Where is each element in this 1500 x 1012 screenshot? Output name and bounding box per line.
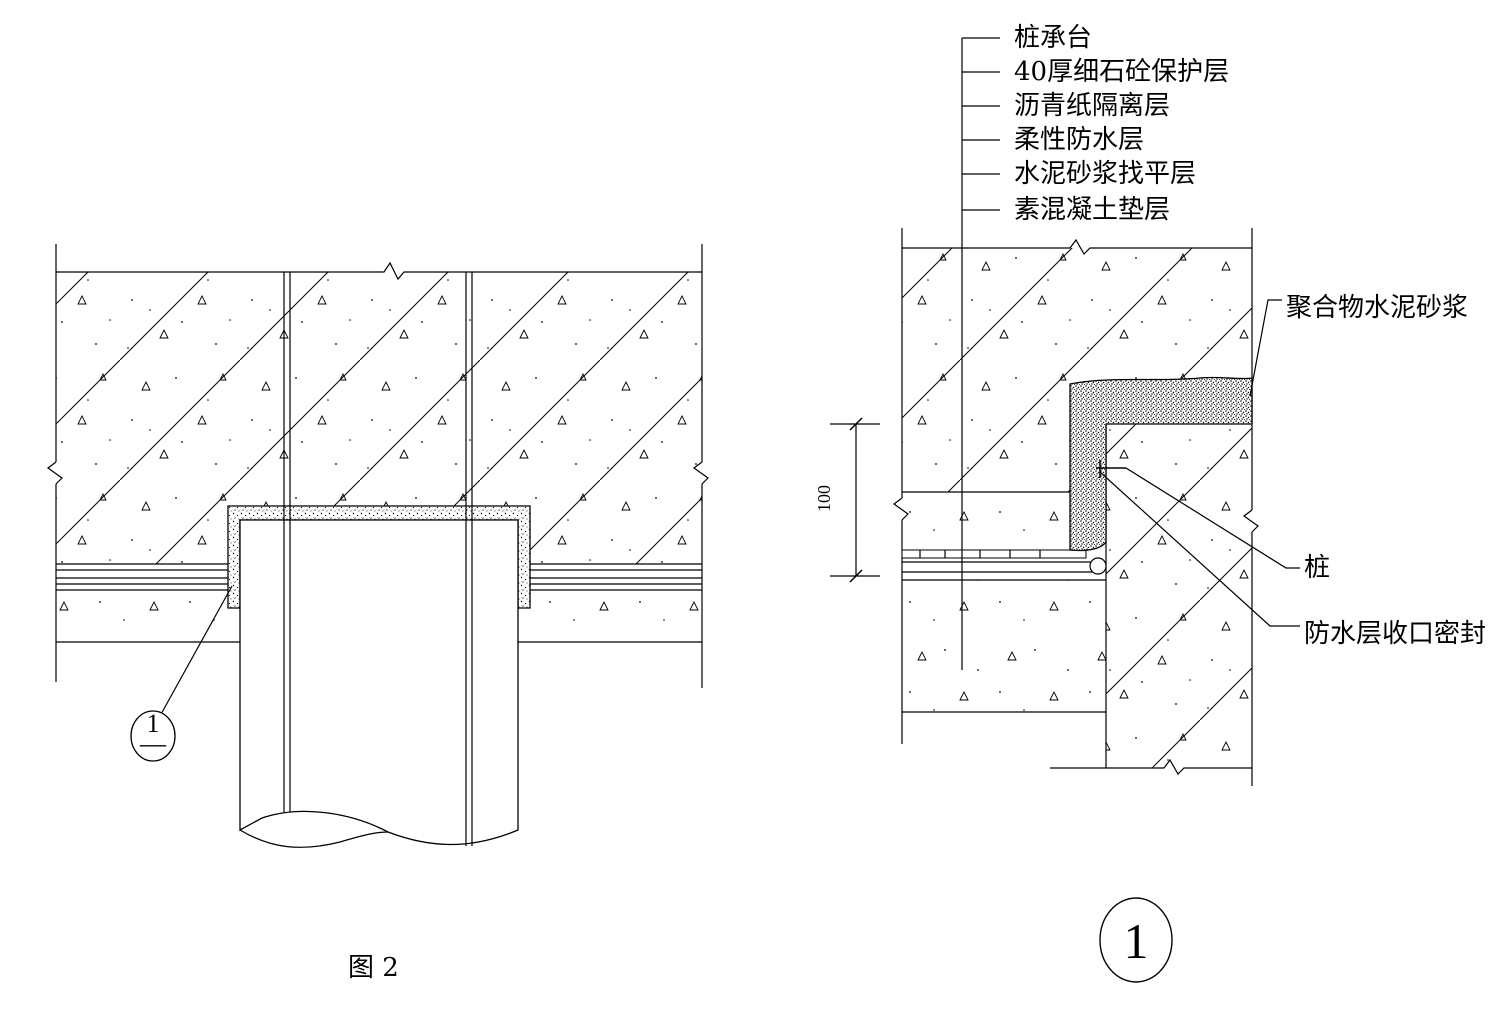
side-label-pile: 桩 — [1304, 553, 1330, 583]
side-label-mortar: 聚合物水泥砂浆 — [1286, 293, 1468, 323]
layer-label-4: 柔性防水层 — [1014, 125, 1144, 155]
right-figure: 桩承台 40厚细石砼保护层 沥青纸隔离层 柔性防水层 水泥砂浆找平层 素混凝土垫… — [814, 23, 1486, 983]
right-cushion-concrete — [902, 580, 1106, 712]
layer-label-1: 桩承台 — [1014, 23, 1092, 53]
layer-label-3: 沥青纸隔离层 — [1014, 91, 1170, 121]
layer-label-6: 素混凝土垫层 — [1014, 195, 1170, 225]
section-marker-label: 1 — [1124, 913, 1149, 969]
section-marker — [1099, 897, 1173, 983]
right-pile-cap-concrete — [902, 248, 1252, 492]
left-figure-caption: 图 2 — [348, 953, 399, 983]
detail-marker[interactable] — [130, 710, 176, 762]
detail-marker-top: 1 — [147, 709, 160, 738]
left-figure: 1 — 图 2 — [46, 244, 709, 983]
right-polymer-mortar — [1069, 376, 1253, 552]
layer-label-5: 水泥砂浆找平层 — [1014, 159, 1196, 189]
side-label-seal: 防水层收口密封 — [1304, 619, 1486, 649]
left-pile-body — [239, 519, 519, 846]
dimension-label: 100 — [814, 485, 834, 512]
layer-label-2: 40厚细石砼保护层 — [1014, 57, 1229, 87]
detail-marker-bottom: — — [139, 729, 167, 758]
right-pile-concrete — [1106, 424, 1252, 768]
